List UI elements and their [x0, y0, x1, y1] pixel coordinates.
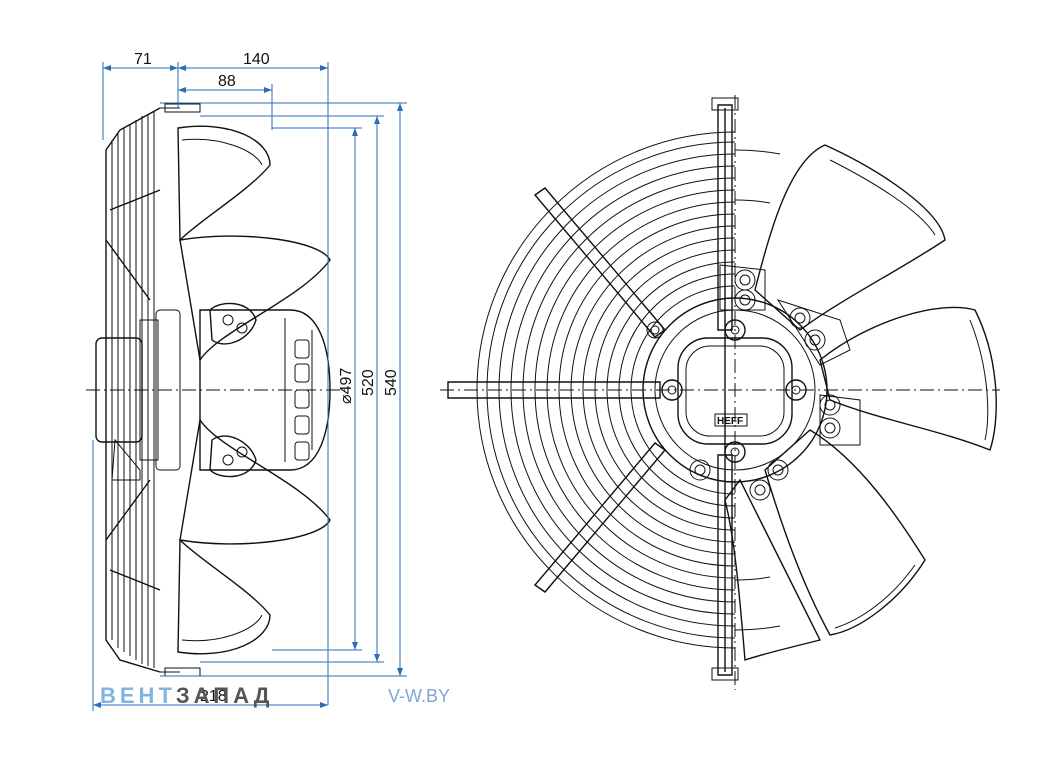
- front-blades: [724, 144, 997, 661]
- dim-71: 71: [134, 51, 152, 68]
- watermark-url: V-W.BY: [388, 686, 451, 706]
- guard-rings: [476, 131, 781, 649]
- watermark-part1: ВЕНТ: [100, 683, 176, 708]
- dimension-lines: [92, 62, 407, 711]
- dim-497: ⌀497: [338, 368, 355, 404]
- dimension-labels: 71 140 88 ⌀497 520 540 218: [134, 51, 400, 705]
- dim-540: 540: [383, 369, 400, 396]
- dim-520: 520: [360, 369, 377, 396]
- watermark-brand: ВЕНТЗАПАД: [100, 683, 273, 709]
- dim-218: 218: [200, 688, 227, 705]
- logo-plate: HEFF: [717, 416, 743, 427]
- watermark-part2: ЗАПАД: [175, 683, 274, 708]
- dim-88: 88: [218, 73, 236, 90]
- front-view: HEFF: [440, 95, 1000, 690]
- side-view: [86, 103, 345, 677]
- dim-140: 140: [243, 51, 270, 68]
